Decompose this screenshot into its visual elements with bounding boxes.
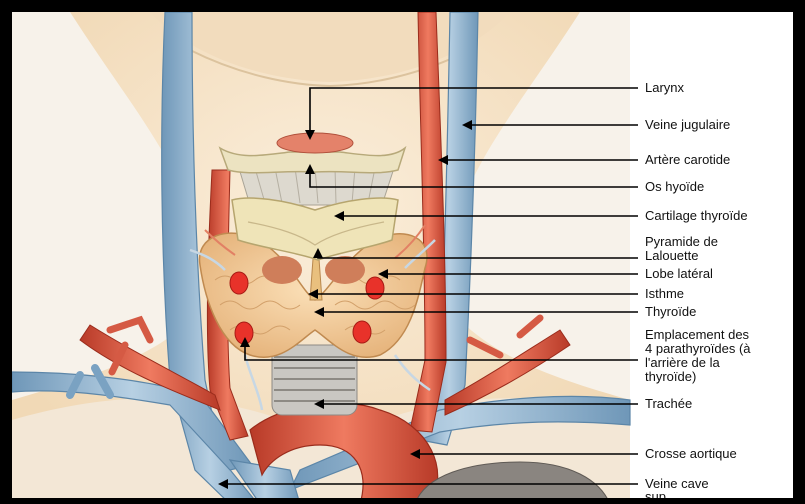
parathyroid-lower-right	[353, 321, 371, 343]
label-crosse-aortique: Crosse aortique	[645, 446, 737, 461]
label-emplacement-line3: l'arrière de la	[645, 355, 721, 370]
label-trachee: Trachée	[645, 396, 692, 411]
label-isthme: Isthme	[645, 286, 684, 301]
parathyroid-upper-right	[366, 277, 384, 299]
epiglottis	[277, 133, 353, 153]
label-os-hyoide: Os hyoïde	[645, 179, 704, 194]
label-emplacement-line1: Emplacement des	[645, 327, 750, 342]
label-emplacement-line2: 4 parathyroïdes (à	[645, 341, 751, 356]
label-artere-carotide: Artère carotide	[645, 152, 730, 167]
muscle-right	[325, 256, 365, 284]
label-pyramide-line2: Lalouette	[645, 248, 699, 263]
label-thyroide: Thyroïde	[645, 304, 696, 319]
label-cartilage-thyroide: Cartilage thyroïde	[645, 208, 748, 223]
label-veine-jugulaire: Veine jugulaire	[645, 117, 730, 132]
label-lobe-lateral: Lobe latéral	[645, 266, 713, 281]
label-emplacement-line4: thyroïde)	[645, 369, 696, 384]
label-larynx: Larynx	[645, 80, 685, 95]
label-pyramide-line1: Pyramide de	[645, 234, 718, 249]
muscle-left	[262, 256, 302, 284]
parathyroid-upper-left	[230, 272, 248, 294]
